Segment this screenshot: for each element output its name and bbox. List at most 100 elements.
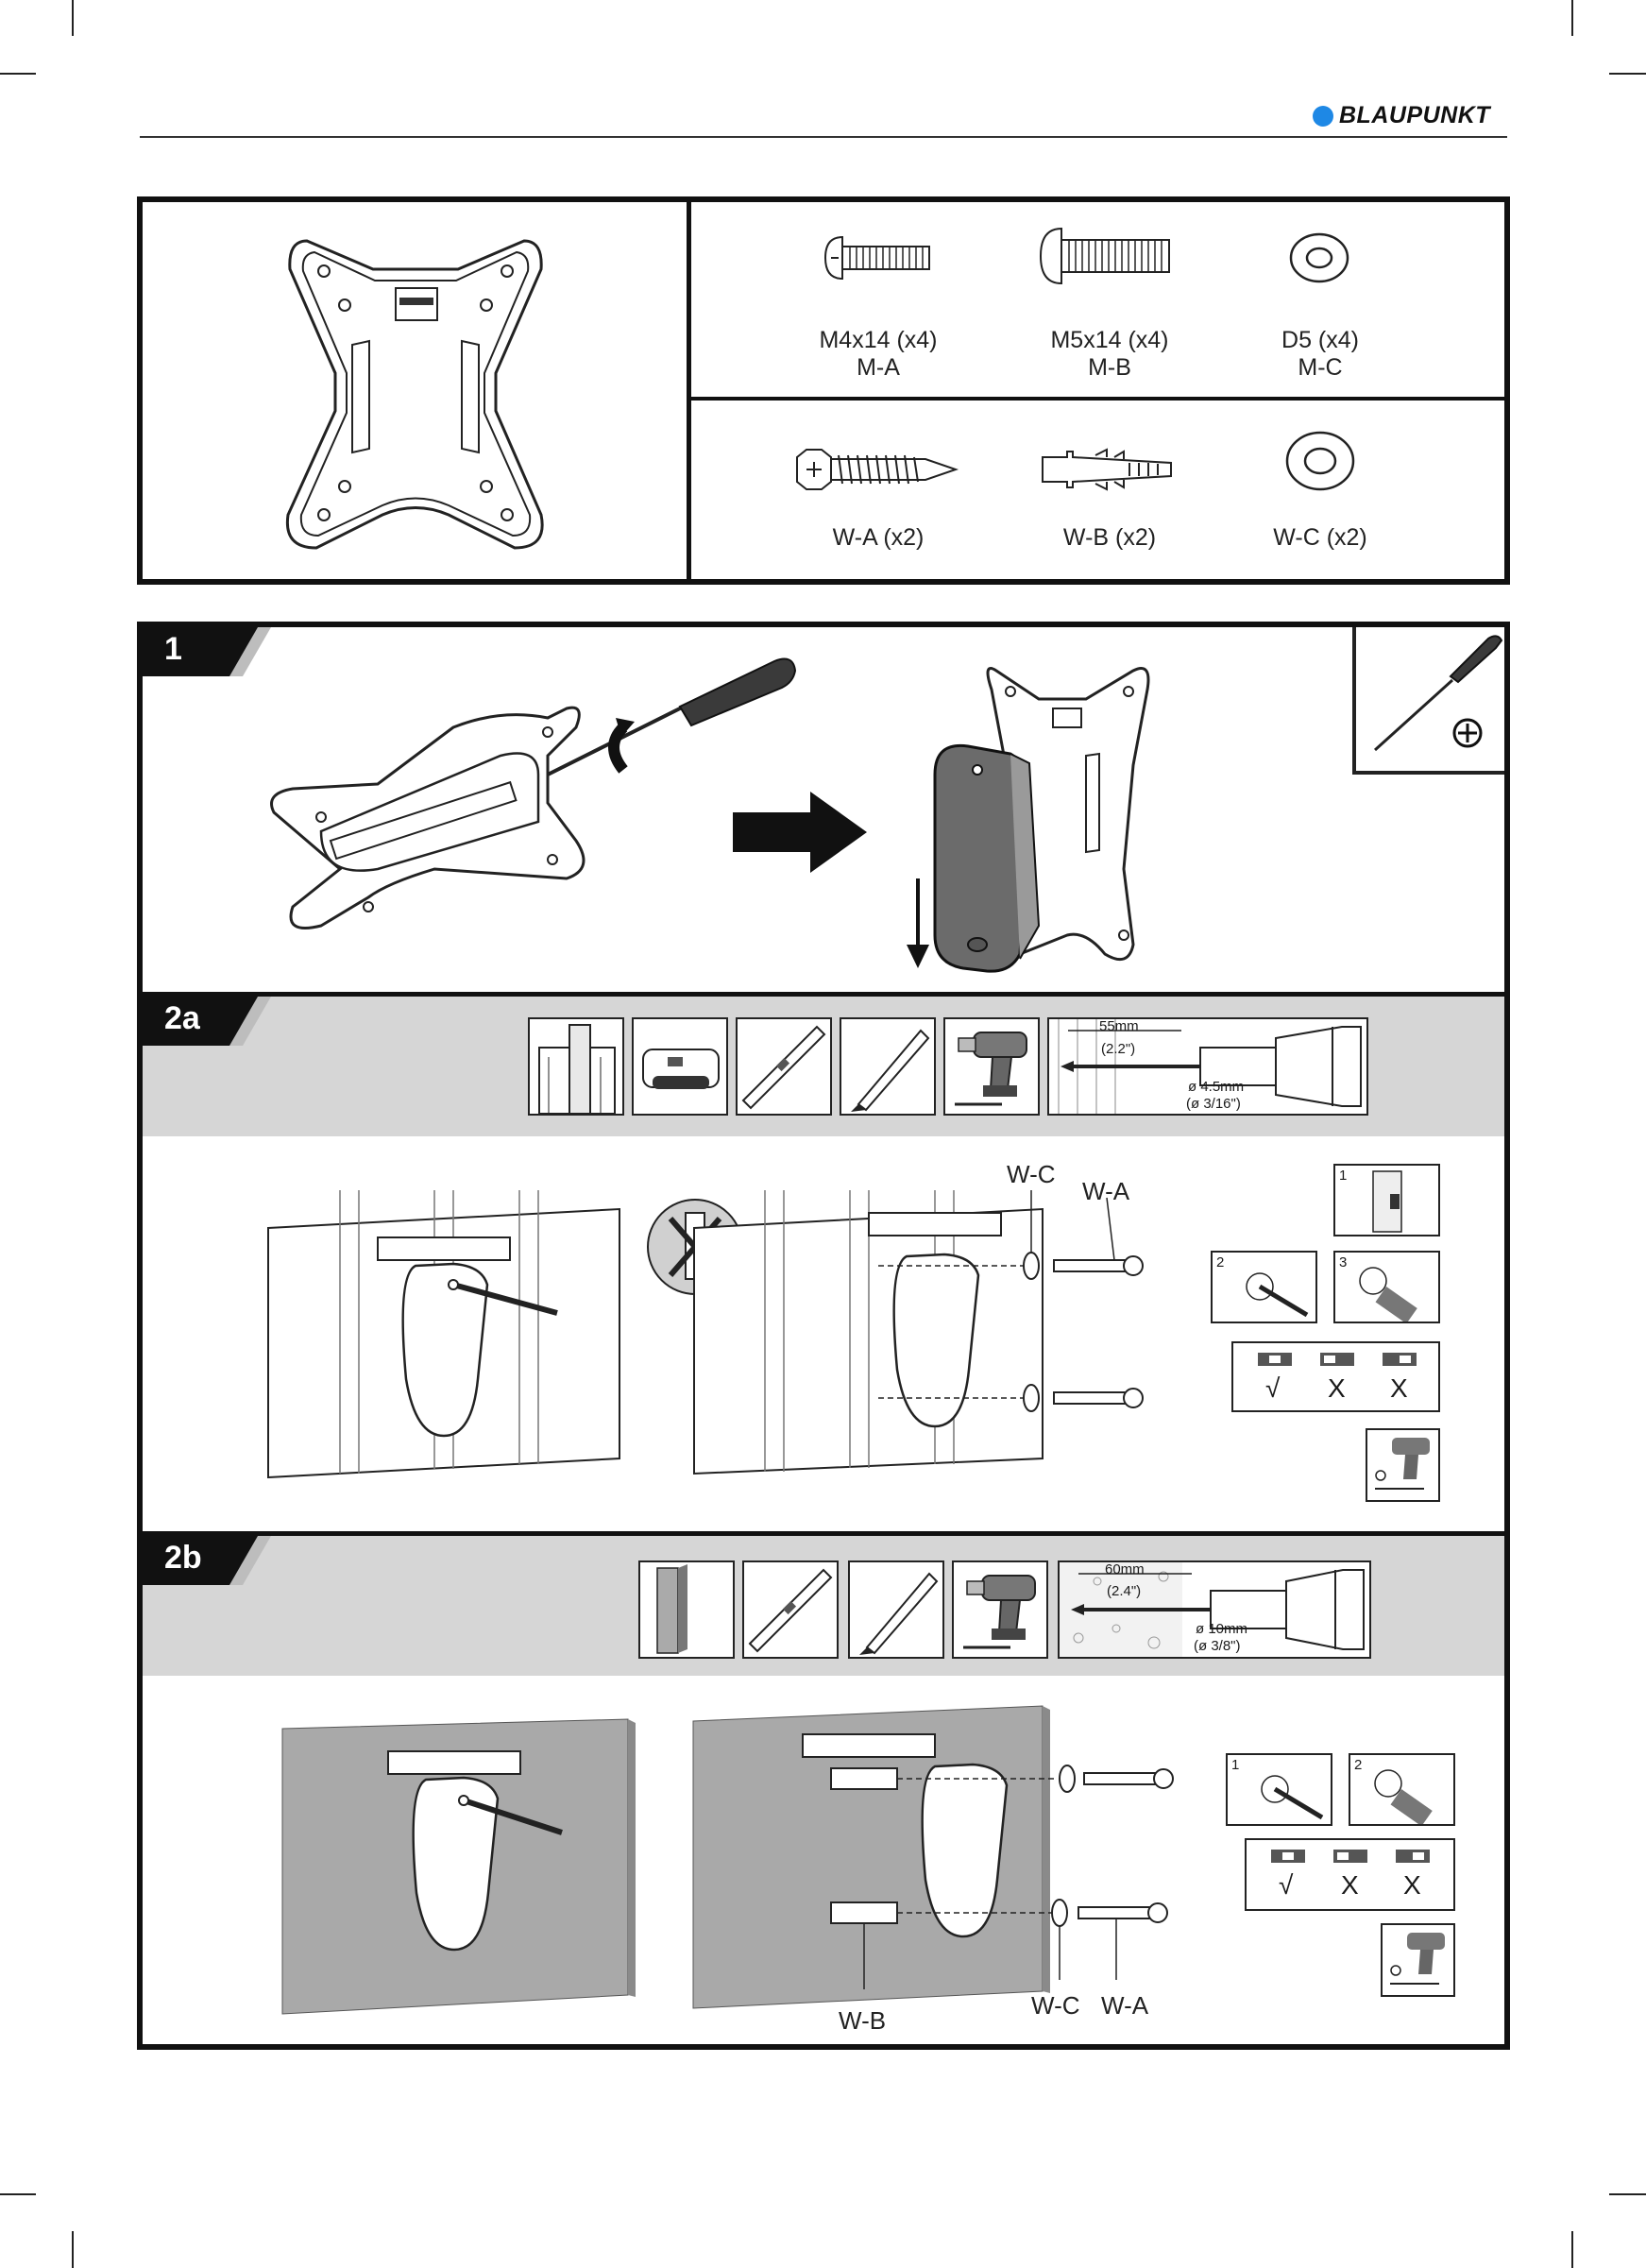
substep-3-drill: 3	[1333, 1251, 1440, 1323]
part-m-b-code: M-B	[1015, 354, 1204, 382]
crop-mark	[1609, 73, 1646, 75]
drill-screw-icon	[1367, 1430, 1438, 1500]
screw-m-a-icon	[822, 231, 935, 284]
crop-mark	[1571, 2231, 1573, 2268]
drill-screw-inset-2a	[1366, 1428, 1440, 1502]
spirit-level-tool	[736, 1017, 832, 1116]
power-drill-icon	[945, 1019, 1038, 1114]
stud-finder-tool	[632, 1017, 728, 1116]
washer-w-c-icon	[1284, 429, 1356, 493]
substep-1-mark: 1	[1226, 1753, 1332, 1826]
substep-number: 3	[1339, 1254, 1347, 1270]
wood-stud-icon	[530, 1019, 622, 1114]
callout-w-a-2b: W-A	[1101, 1991, 1148, 2021]
drill-bit-2b: ø 10mm	[1196, 1621, 1247, 1637]
substep-number: 2	[1216, 1254, 1224, 1270]
step-2b-flag	[143, 1536, 275, 1585]
crop-mark	[0, 73, 36, 75]
lag-screw-w-a-icon	[793, 446, 959, 493]
parts-divider	[687, 200, 691, 583]
wall-plate-illustration	[279, 231, 552, 557]
brand-dot-icon	[1313, 106, 1333, 127]
washer-m-c-icon	[1288, 231, 1350, 284]
concrete-wall-bracket-marking-illustration	[279, 1710, 637, 2023]
crop-mark	[0, 2193, 36, 2195]
drill-depth-in-2b: (2.4")	[1107, 1583, 1141, 1599]
level-bad-mark: X	[1390, 1373, 1408, 1404]
drill-screw-inset-2b	[1381, 1923, 1455, 1997]
drill-depth-2a: 55mm	[1099, 1018, 1139, 1034]
wood-wall-screw-install-illustration	[642, 1190, 1152, 1478]
level-bad-mark: X	[1403, 1870, 1421, 1901]
drill-screw-icon	[1383, 1925, 1453, 1995]
part-m-c-label: D5 (x4) M-C	[1226, 327, 1415, 382]
spirit-level-icon	[744, 1562, 837, 1657]
level-ok-mark: √	[1265, 1373, 1280, 1404]
drill-mark-icon	[1335, 1253, 1438, 1322]
pencil-icon	[850, 1562, 942, 1657]
part-m-b-label: M5x14 (x4) M-B	[1015, 327, 1204, 382]
screw-m-b-icon	[1037, 225, 1175, 287]
brand-logo: BLAUPUNKT	[1313, 102, 1490, 129]
callout-w-c-2b: W-C	[1031, 1991, 1080, 2021]
step-2a-flag	[143, 997, 275, 1046]
level-bad-mark: X	[1328, 1373, 1346, 1404]
stud-finder-icon	[634, 1019, 726, 1114]
step-1-assembled-bracket-illustration	[897, 652, 1162, 978]
step-1-number: 1	[164, 631, 182, 668]
crop-mark	[1609, 2193, 1646, 2195]
callout-w-a-2a: W-A	[1082, 1177, 1129, 1206]
part-w-a-label: W-A (x2)	[784, 524, 973, 552]
crop-mark	[72, 2231, 74, 2268]
substep-1-find-stud: 1	[1333, 1164, 1440, 1236]
part-m-c-size: D5 (x4)	[1226, 327, 1415, 354]
concrete-wall-screw-install-illustration	[689, 1697, 1180, 2018]
parts-row-divider	[691, 397, 1505, 401]
step-2b-number: 2b	[164, 1540, 202, 1577]
callout-w-b-2b: W-B	[839, 2006, 886, 2036]
drill-depth-in-2a: (2.2")	[1101, 1041, 1135, 1057]
part-w-b-label: W-B (x2)	[1015, 524, 1204, 552]
crop-mark	[1571, 0, 1573, 36]
stud-finder-icon	[1335, 1166, 1438, 1235]
level-check-2a: √ X X	[1231, 1341, 1440, 1412]
part-m-b-size: M5x14 (x4)	[1015, 327, 1204, 354]
callout-w-c-2a: W-C	[1007, 1160, 1056, 1189]
wall-anchor-w-b-icon	[1039, 444, 1177, 495]
drill-depth-2b: 60mm	[1105, 1561, 1145, 1577]
drill-bit-2a: ø 4.5mm	[1188, 1079, 1244, 1095]
step-1-bracket-screwdriver-illustration	[264, 652, 812, 954]
brand-name: BLAUPUNKT	[1339, 102, 1490, 129]
pencil-tool	[848, 1560, 944, 1659]
drill-mark-icon	[1350, 1755, 1453, 1824]
drill-bit-in-2b: (ø 3/8")	[1194, 1638, 1241, 1654]
substep-number: 1	[1231, 1757, 1239, 1773]
substep-number: 1	[1339, 1168, 1347, 1184]
right-arrow-icon	[733, 792, 869, 873]
concrete-wall-tool	[638, 1560, 735, 1659]
step-1-flag	[143, 627, 275, 676]
drill-tool	[943, 1017, 1040, 1116]
pencil-icon	[841, 1019, 934, 1114]
part-w-c-label: W-C (x2)	[1226, 524, 1415, 552]
spirit-level-tool	[742, 1560, 839, 1659]
pencil-mark-icon	[1228, 1755, 1331, 1824]
wood-wall-bracket-marking-illustration	[264, 1190, 623, 1478]
pencil-tool	[840, 1017, 936, 1116]
substep-2-drill: 2	[1349, 1753, 1455, 1826]
screwdriver-icon	[1356, 627, 1504, 771]
part-m-a-size: M4x14 (x4)	[784, 327, 973, 354]
level-bad-mark: X	[1341, 1870, 1359, 1901]
level-check-2b: √ X X	[1245, 1838, 1455, 1911]
substep-2-mark: 2	[1211, 1251, 1317, 1323]
part-m-a-code: M-A	[784, 354, 973, 382]
drill-bit-in-2a: (ø 3/16")	[1186, 1096, 1241, 1112]
power-drill-icon	[954, 1562, 1046, 1657]
header-rule	[140, 136, 1507, 138]
concrete-wall-icon	[640, 1562, 733, 1657]
level-ok-mark: √	[1279, 1870, 1293, 1901]
spirit-level-icon	[738, 1019, 830, 1114]
step-2a-number: 2a	[164, 1000, 200, 1037]
screwdriver-tool-inset	[1352, 627, 1504, 775]
part-m-a-label: M4x14 (x4) M-A	[784, 327, 973, 382]
